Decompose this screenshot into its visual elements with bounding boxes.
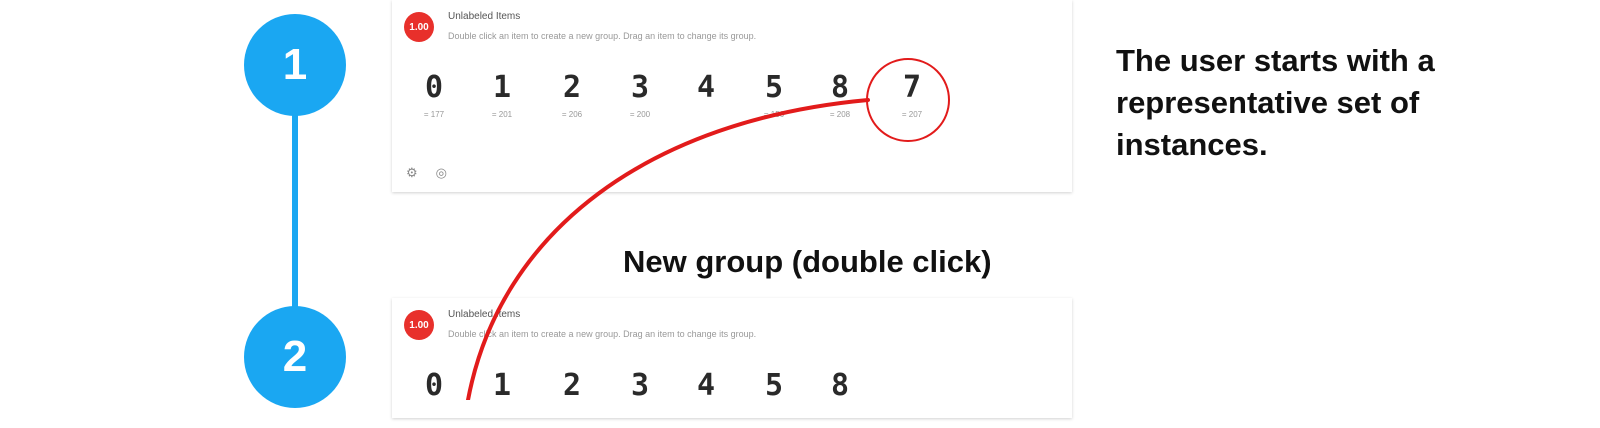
item-digit-4[interactable]: 4 <box>676 368 736 404</box>
item-digit-2[interactable]: 2 = 206 <box>542 70 602 119</box>
item-digit-0[interactable]: 0 <box>404 368 464 404</box>
item-digit-8[interactable]: 8 <box>810 368 870 404</box>
item-digit-3[interactable]: 3 = 200 <box>610 70 670 119</box>
item-digit: 4 <box>696 368 716 403</box>
unlabeled-items-panel-step-2: 1.00 Unlabeled Items Double click an ite… <box>392 298 1072 418</box>
item-digit-5[interactable]: 5 <box>744 368 804 404</box>
item-digit: 0 <box>424 70 444 105</box>
item-digit: 3 <box>630 368 650 403</box>
item-digit: 0 <box>424 368 444 403</box>
item-count: = 206 <box>561 110 583 119</box>
action-label: New group (double click) <box>623 244 992 279</box>
step-1-number: 1 <box>282 40 308 89</box>
item-digit-2[interactable]: 2 <box>542 368 602 404</box>
step-2-number: 2 <box>282 332 308 381</box>
item-count: = 208 <box>829 110 851 119</box>
item-digit-8[interactable]: 8 = 208 <box>810 70 870 119</box>
item-count: = 201 <box>491 110 513 119</box>
step-1-marker: 1 <box>244 14 346 116</box>
panel-badge-value: 1.00 <box>409 21 429 33</box>
panel-title: Unlabeled Items <box>448 11 521 22</box>
settings-icon[interactable]: ⚙ <box>406 165 418 180</box>
unlabeled-items-panel-step-1: 1.00 Unlabeled Items Double click an ite… <box>392 0 1072 192</box>
item-digit: 3 <box>630 70 650 105</box>
panel-toolbar: ⚙ ◎ <box>406 166 447 180</box>
step-1-caption: The user starts with a representative se… <box>1116 43 1435 162</box>
highlight-ring <box>866 58 950 142</box>
panel-hint: Double click an item to create a new gro… <box>448 329 757 339</box>
item-digit: 2 <box>562 70 582 105</box>
item-digit: 1 <box>492 368 512 403</box>
item-digit: 8 <box>830 70 850 105</box>
step-connector-line <box>292 100 298 315</box>
item-digit: 4 <box>696 70 716 105</box>
item-digit: 1 <box>492 70 512 105</box>
panel-hint: Double click an item to create a new gro… <box>448 31 757 41</box>
item-digit: 2 <box>562 368 582 403</box>
item-digit-0[interactable]: 0 = 177 <box>404 70 464 119</box>
item-digit-3[interactable]: 3 <box>610 368 670 404</box>
panel-badge-value: 1.00 <box>409 319 429 331</box>
drag-arrow-path <box>466 98 870 400</box>
item-count: = 177 <box>423 110 445 119</box>
target-icon[interactable]: ◎ <box>435 165 447 180</box>
drag-arrow <box>466 98 870 400</box>
panel-title: Unlabeled Items <box>448 309 521 320</box>
item-digit-4[interactable]: 4 <box>676 70 736 110</box>
panel-badge: 1.00 <box>404 12 434 42</box>
step-2-marker: 2 <box>244 306 346 408</box>
item-digit-1[interactable]: 1 = 201 <box>472 70 532 119</box>
item-digit-1[interactable]: 1 <box>472 368 532 404</box>
item-digit: 5 <box>764 70 784 105</box>
item-digit: 5 <box>764 368 784 403</box>
panel-badge: 1.00 <box>404 310 434 340</box>
item-digit: 8 <box>830 368 850 403</box>
item-count: = 200 <box>629 110 651 119</box>
